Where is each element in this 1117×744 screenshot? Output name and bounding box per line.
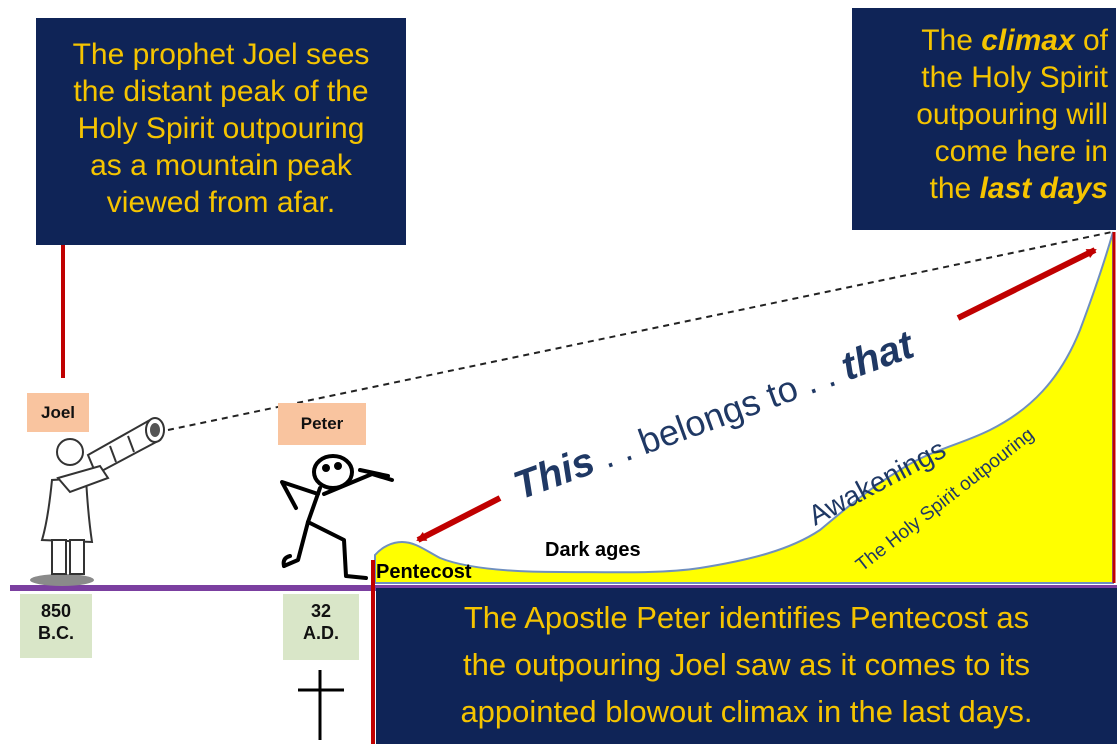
joel-description-line: as a mountain peak — [90, 149, 352, 182]
pentecost-label: Pentecost — [376, 561, 472, 583]
date-850-bc-tag: 850 B.C. — [20, 594, 92, 658]
climax-line: outpouring will — [916, 98, 1108, 131]
date-era: B.C. — [38, 623, 74, 643]
last-days-emphasis: last days — [979, 172, 1108, 205]
date-number: 850 — [40, 601, 72, 621]
climax-emphasis: climax — [981, 24, 1075, 57]
date-32-ad-tag: 32 A.D. — [283, 594, 359, 660]
climax-line: the last days — [852, 170, 1108, 207]
arrow-to-pentecost — [416, 495, 502, 543]
joel-description-box: The prophet Joel sees the distant peak o… — [36, 18, 406, 245]
climax-line: The climax of — [852, 22, 1108, 59]
climax-line: come here in — [934, 135, 1108, 168]
peter-description-line: The Apostle Peter identifies Pentecost a… — [463, 600, 1030, 635]
climax-line-text: the — [929, 172, 980, 205]
cross-icon — [298, 670, 344, 740]
date-number: 32 — [310, 601, 332, 621]
peter-name-tag: Peter — [278, 403, 366, 445]
joel-name-tag: Joel — [27, 393, 89, 432]
arrow-to-climax — [956, 247, 1097, 321]
joel-figure — [30, 417, 165, 586]
belongs-to-words: . . belongs to . . — [586, 350, 850, 480]
peter-description-line: the outpouring Joel saw as it comes to i… — [463, 647, 1030, 682]
sight-line — [167, 231, 1113, 431]
peter-description-box: The Apostle Peter identifies Pentecost a… — [376, 588, 1117, 744]
that-word: that — [835, 322, 921, 389]
date-era: A.D. — [303, 623, 339, 643]
dark-ages-label: Dark ages — [545, 539, 641, 561]
outpouring-curve-area — [374, 231, 1114, 584]
climax-line: the Holy Spirit — [921, 61, 1108, 94]
climax-line-text: The — [921, 24, 982, 57]
joel-description-line: Holy Spirit outpouring — [77, 112, 365, 145]
joel-description-line: the distant peak of the — [73, 75, 369, 108]
joel-description-line: viewed from afar. — [106, 186, 336, 219]
this-word: This — [508, 439, 600, 508]
climax-description-box: The climax of the Holy Spirit outpouring… — [852, 8, 1116, 230]
climax-line-text: of — [1074, 24, 1108, 57]
peter-description-line: appointed blowout climax in the last day… — [460, 694, 1033, 729]
joel-description-line: The prophet Joel sees — [72, 38, 370, 71]
peter-figure — [280, 454, 394, 580]
